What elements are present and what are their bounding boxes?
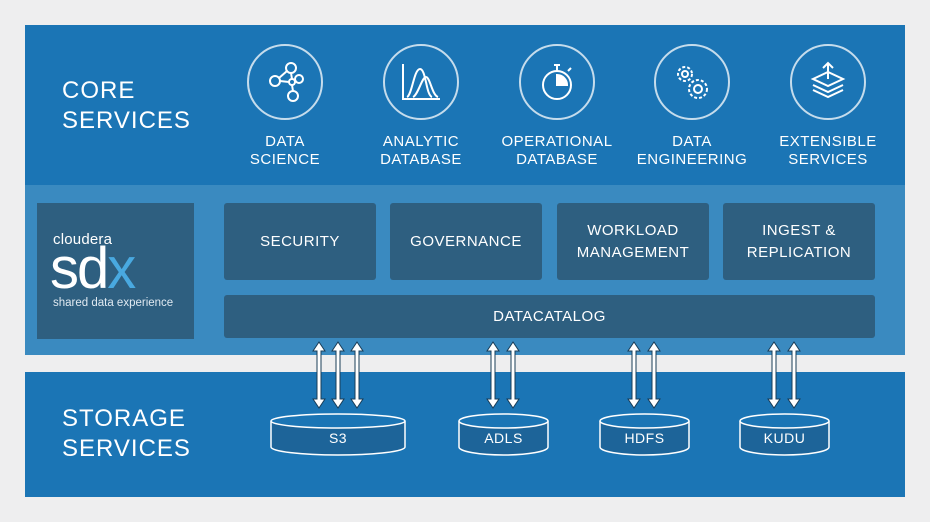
- sdx-tagline: shared data experience: [53, 297, 174, 309]
- core-title-line2: SERVICES: [62, 107, 191, 134]
- cloudera-sdx-logo: cloudera sdx shared data experience: [37, 203, 194, 339]
- analytic-bell-curve-icon: [383, 44, 459, 120]
- service-label-line1: ANALYTIC: [382, 133, 460, 150]
- sdx-mark: sdx: [50, 236, 136, 301]
- storage-drum-kudu: KUDU: [739, 413, 830, 457]
- storage-title-line2: SERVICES: [62, 435, 191, 462]
- service-label-line2: DATABASE: [516, 151, 598, 168]
- service-label-line1: EXTENSIBLE: [779, 133, 877, 150]
- core-title-line1: CORE: [62, 77, 136, 104]
- service-label-line2: SERVICES: [788, 151, 868, 168]
- tile-governance: GOVERNANCE: [390, 203, 542, 280]
- datacatalog-label: DATACATALOG: [493, 307, 606, 325]
- service-label-line1: DATA: [672, 133, 712, 150]
- database-drum-icon: [270, 413, 406, 456]
- service-data-science: DATA SCIENCE: [220, 44, 350, 169]
- gears-icon: [654, 44, 730, 120]
- tile-label-line1: INGEST &: [762, 221, 836, 239]
- service-label-line1: OPERATIONAL: [501, 133, 613, 150]
- tile-label-line2: REPLICATION: [746, 243, 852, 261]
- brand-name: cloudera: [53, 231, 113, 248]
- service-extensible-services: EXTENSIBLE SERVICES: [763, 44, 893, 169]
- service-label-line2: DATABASE: [380, 151, 462, 168]
- arrow-s3-3: [350, 341, 364, 409]
- tile-workload-management: WORKLOAD MANAGEMENT: [557, 203, 709, 280]
- tile-label-line1: WORKLOAD: [587, 221, 679, 239]
- service-analytic-database: ANALYTIC DATABASE: [356, 44, 486, 169]
- arrow-s3-2: [331, 341, 345, 409]
- database-drum-icon: [599, 413, 690, 456]
- storage-label: ADLS: [484, 430, 523, 446]
- datacatalog-bar: DATACATALOG: [224, 295, 875, 338]
- storage-label: KUDU: [763, 430, 806, 446]
- service-operational-database: OPERATIONAL DATABASE: [492, 44, 622, 169]
- service-label-line2: SCIENCE: [249, 151, 321, 168]
- database-drum-icon: [458, 413, 549, 456]
- arrow-kudu-2: [787, 341, 801, 409]
- tile-label-line2: MANAGEMENT: [576, 243, 690, 261]
- tile-security: SECURITY: [224, 203, 376, 280]
- storage-drum-adls: ADLS: [458, 413, 549, 457]
- storage-label: HDFS: [624, 430, 665, 446]
- arrow-s3-1: [312, 341, 326, 409]
- service-label-line2: ENGINEERING: [636, 151, 748, 168]
- core-services-band: [25, 25, 905, 185]
- tile-ingest-replication: INGEST & REPLICATION: [723, 203, 875, 280]
- tile-label: SECURITY: [260, 232, 340, 250]
- data-science-network-icon: [247, 44, 323, 120]
- arrow-hdfs-1: [627, 341, 641, 409]
- sdx-mark-sd: sd: [50, 236, 109, 301]
- database-drum-icon: [739, 413, 830, 456]
- storage-title-line1: STORAGE: [62, 405, 186, 432]
- core-services-title: CORE SERVICES: [62, 76, 191, 136]
- arrow-kudu-1: [767, 341, 781, 409]
- storage-label: S3: [328, 430, 348, 446]
- storage-services-title: STORAGE SERVICES: [62, 404, 191, 464]
- stacked-layers-icon: [790, 44, 866, 120]
- service-data-engineering: DATA ENGINEERING: [627, 44, 757, 169]
- stopwatch-icon: [519, 44, 595, 120]
- storage-drum-s3: S3: [270, 413, 406, 457]
- tile-label: GOVERNANCE: [410, 232, 522, 250]
- arrow-adls-1: [486, 341, 500, 409]
- storage-drum-hdfs: HDFS: [599, 413, 690, 457]
- sdx-mark-x: x: [107, 236, 136, 301]
- arrow-adls-2: [506, 341, 520, 409]
- service-label-line1: DATA: [265, 133, 305, 150]
- arrow-hdfs-2: [647, 341, 661, 409]
